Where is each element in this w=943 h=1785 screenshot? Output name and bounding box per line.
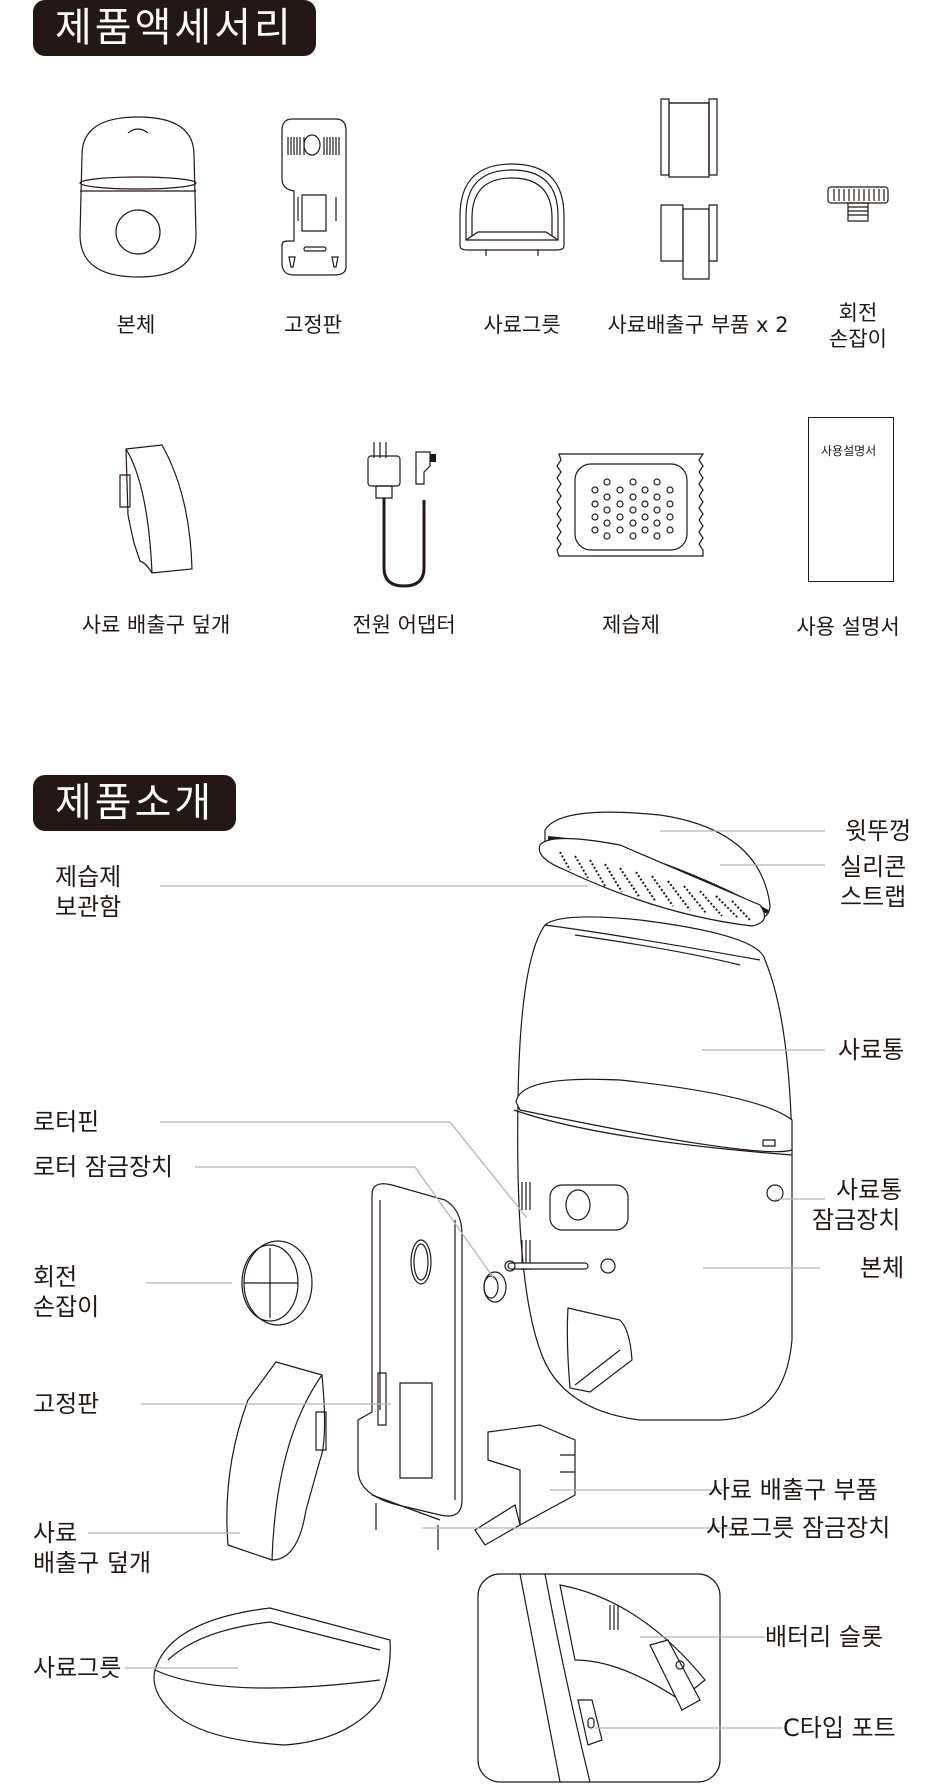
callout-desiccant-case-2: 보관함	[55, 893, 122, 921]
accessories-section-title: 제품액세서리	[33, 0, 316, 56]
callout-silicone-strap-1: 실리콘	[840, 853, 907, 881]
callout-outlet-part: 사료 배출구 부품	[708, 1476, 878, 1504]
callout-main-body: 본체	[860, 1254, 905, 1282]
accessory-label-power-adapter: 전원 어댑터	[352, 613, 456, 637]
accessory-label-main-body: 본체	[116, 313, 156, 337]
accessory-label-user-manual: 사용 설명서	[796, 615, 900, 639]
callout-food-container: 사료통	[838, 1036, 905, 1064]
accessory-label-outlet-cover: 사료 배출구 덮개	[81, 613, 231, 637]
callout-rotor-lock: 로터 잠금장치	[33, 1153, 174, 1181]
power-adapter-illustration	[366, 440, 436, 590]
rotary-knob-exploded-illustration	[242, 1241, 312, 1325]
outlet-parts-illustration	[657, 95, 717, 280]
callout-battery-slot: 배터리 슬롯	[765, 1623, 884, 1651]
callout-rotor-pin: 로터핀	[33, 1108, 100, 1136]
callout-usb-c-port: C타입 포트	[783, 1714, 896, 1742]
outlet-cover-illustration	[118, 445, 196, 575]
outlet-part-exploded-illustration	[475, 1425, 575, 1545]
callout-silicone-strap-2: 스트랩	[840, 883, 907, 911]
callout-outlet-cover-2: 배출구 덮개	[33, 1549, 152, 1577]
callout-mounting-plate: 고정판	[33, 1390, 100, 1418]
top-lid-illustration	[539, 812, 770, 926]
desiccant-illustration	[555, 452, 707, 558]
accessory-label-mounting-plate: 고정판	[284, 313, 342, 337]
callout-top-lid: 윗뚜껑	[845, 817, 912, 845]
callout-container-lock-1: 사료통	[836, 1176, 903, 1204]
user-manual-illustration: 사용설명서	[808, 417, 894, 582]
introduction-section-title: 제품소개	[33, 775, 237, 831]
main-body-exploded-illustration	[505, 917, 792, 1420]
callout-outlet-cover-1: 사료	[33, 1519, 78, 1547]
food-bowl-exploded-illustration	[154, 1608, 390, 1745]
rotary-knob-illustration	[826, 185, 890, 225]
callout-rotary-knob-2: 손잡이	[33, 1293, 100, 1321]
accessory-label-outlet-parts: 사료배출구 부품 x 2	[607, 313, 789, 337]
callout-rotary-knob-1: 회전	[33, 1263, 78, 1291]
callout-container-lock-2: 잠금장치	[812, 1206, 901, 1234]
mounting-plate-illustration	[280, 117, 348, 277]
callout-bowl-lock: 사료그릇 잠금장치	[706, 1514, 891, 1542]
rotor-lock-illustration	[484, 1272, 506, 1302]
mounting-plate-exploded-illustration	[358, 1184, 462, 1550]
leader-lines	[88, 831, 825, 1728]
food-bowl-illustration	[456, 160, 568, 256]
inset-back-view-illustration	[478, 1574, 720, 1782]
accessory-label-rotary-knob-1: 회전	[838, 301, 878, 325]
accessory-label-desiccant: 제습제	[602, 613, 660, 637]
callout-desiccant-case-1: 제습제	[55, 863, 122, 891]
outlet-cover-exploded-illustration	[227, 1362, 326, 1560]
callout-food-bowl: 사료그릇	[33, 1654, 122, 1682]
accessory-label-rotary-knob-2: 손잡이	[829, 327, 887, 351]
main-body-illustration	[72, 115, 204, 280]
accessory-label-food-bowl: 사료그릇	[483, 313, 561, 337]
manual-cover-text: 사용설명서	[821, 444, 877, 458]
